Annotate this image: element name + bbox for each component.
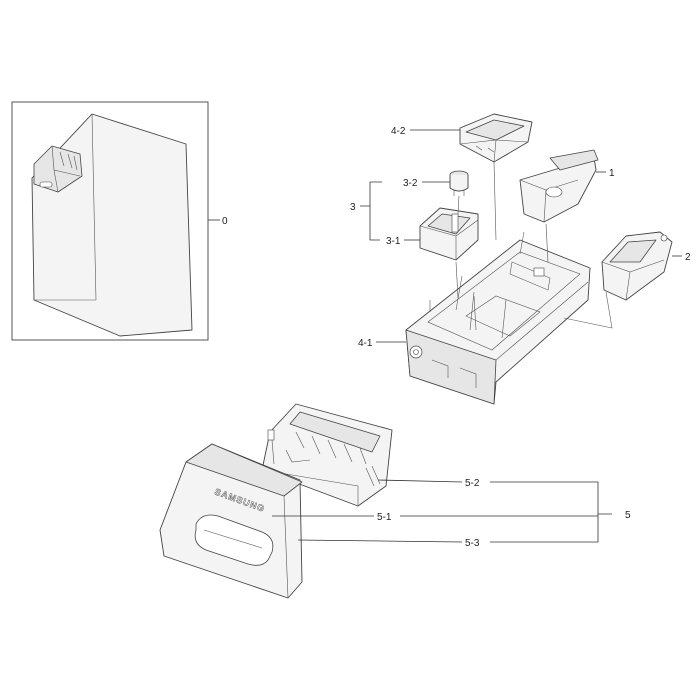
part-5-1-handle-panel: SAMSUNG [159, 443, 303, 599]
dispenser-drawer-thumbnail [33, 145, 83, 193]
washer-overview-inset [11, 101, 220, 341]
part-4-2-tray [459, 113, 533, 163]
label-3-1: 3-1 [386, 236, 401, 247]
drawer-handle-opening [194, 514, 274, 566]
bracket-5 [597, 482, 612, 542]
part-3-2-siphon-cap [449, 170, 469, 196]
leader-5-3 [297, 539, 598, 543]
part-1-compartment [519, 149, 599, 223]
label-5-1: 5-1 [377, 512, 392, 523]
label-3: 3 [350, 202, 356, 213]
part-labels: 0 4-2 1 2 3 3-2 3-1 4-1 5-2 5-1 5-3 5 [222, 126, 691, 549]
label-5: 5 [625, 510, 631, 521]
label-5-2: 5-2 [465, 478, 480, 489]
bracket-3 [360, 181, 382, 241]
label-1: 1 [609, 168, 615, 179]
label-3-2: 3-2 [403, 178, 418, 189]
label-2: 2 [685, 252, 691, 263]
label-5-3: 5-3 [465, 538, 480, 549]
label-4-2: 4-2 [391, 126, 406, 137]
part-2-compartment [601, 231, 673, 301]
part-3-1-cup [419, 207, 479, 261]
leader-lines [272, 129, 682, 543]
part-4-1-housing [405, 231, 591, 405]
assembly-guide-lines [455, 161, 613, 331]
label-4-1: 4-1 [358, 338, 373, 349]
leader-5-2 [377, 479, 598, 483]
label-0: 0 [222, 216, 228, 227]
inset-frame [11, 101, 209, 341]
